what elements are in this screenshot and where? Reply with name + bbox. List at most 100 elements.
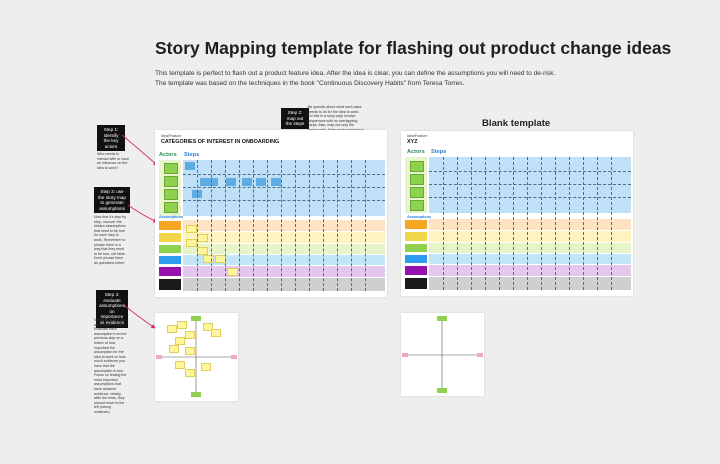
example-story-map[interactable]: Idea/Feature CATEGORIES OF INTEREST IN O… <box>155 130 387 297</box>
grid-column-divider <box>443 157 444 290</box>
assumption-category-label <box>159 221 181 230</box>
matrix-sticky[interactable] <box>175 337 185 345</box>
actor-sticky[interactable] <box>410 187 424 198</box>
grid-column-divider <box>527 157 528 290</box>
step-sticky[interactable] <box>200 178 210 186</box>
assumption-sticky[interactable] <box>197 247 208 255</box>
actor-sticky[interactable] <box>164 202 178 213</box>
example-assumptions-label: Assumptions <box>159 215 184 219</box>
band-gray <box>429 277 631 290</box>
grid-column-divider <box>351 160 352 291</box>
assumption-category-label <box>159 245 181 253</box>
actor-sticky[interactable] <box>164 163 178 174</box>
actor-sticky[interactable] <box>410 161 424 172</box>
page-title: Story Mapping template for flashing out … <box>155 38 672 58</box>
band-yellow <box>183 232 385 243</box>
actor-sticky[interactable] <box>164 189 178 200</box>
grid-column-divider <box>337 160 338 291</box>
page-intro: This template is perfect to flash out a … <box>155 69 715 89</box>
band-gray <box>183 278 385 291</box>
blank-matrix-axes <box>402 316 483 393</box>
grid-column-divider <box>253 160 254 291</box>
assumption-category-label <box>405 244 427 252</box>
example-assumption-matrix[interactable] <box>155 313 238 401</box>
grid-column-divider <box>583 157 584 290</box>
step-sticky[interactable] <box>242 178 252 186</box>
assumption-category-label <box>159 279 181 290</box>
assumption-sticky[interactable] <box>186 225 197 233</box>
grid-column-divider <box>295 160 296 291</box>
grid-column-divider <box>555 157 556 290</box>
step-sticky[interactable] <box>185 162 195 170</box>
matrix-sticky[interactable] <box>185 369 195 377</box>
grid-row-divider <box>183 187 385 188</box>
band-orange <box>429 219 631 230</box>
example-steps-area <box>183 160 385 216</box>
step2-instruction-box[interactable]: Step 2: map out the steps <box>281 108 309 129</box>
blank-actors-label: Actors <box>407 149 425 155</box>
matrix-axes <box>156 316 237 397</box>
grid-column-divider <box>281 160 282 291</box>
grid-row-divider <box>183 174 385 175</box>
intro-line-2: The template was based on the techniques… <box>155 80 465 87</box>
step-sticky[interactable] <box>271 178 281 186</box>
grid-row-divider <box>429 171 631 172</box>
blank-assumption-matrix[interactable] <box>401 313 484 396</box>
grid-column-divider <box>471 157 472 290</box>
step3-note: Now that it's step by step, uncover the … <box>94 215 127 265</box>
band-purple <box>183 266 385 277</box>
matrix-sticky[interactable] <box>201 363 211 371</box>
grid-column-divider <box>485 157 486 290</box>
step1-note: Who needs to interact with or have an in… <box>97 152 130 170</box>
band-yellow <box>429 231 631 242</box>
grid-column-divider <box>211 160 212 291</box>
matrix-sticky[interactable] <box>203 323 213 331</box>
matrix-sticky[interactable] <box>167 325 177 333</box>
actor-sticky[interactable] <box>410 200 424 211</box>
band-green <box>183 244 385 254</box>
assumption-category-label <box>159 233 181 242</box>
blank-steps-label: Steps <box>431 149 447 155</box>
blank-template-title: Blank template <box>482 118 551 129</box>
assumption-sticky[interactable] <box>203 255 214 263</box>
grid-column-divider <box>267 160 268 291</box>
assumption-category-label <box>159 256 181 264</box>
example-idea-label: Idea/Feature <box>161 134 182 138</box>
step4-instruction-box[interactable]: Step 4: evaluate assumptions on importan… <box>96 290 128 328</box>
actor-sticky[interactable] <box>164 176 178 187</box>
step-sticky[interactable] <box>208 178 218 186</box>
matrix-sticky[interactable] <box>175 361 185 369</box>
blank-map-heading: XYZ <box>407 139 418 145</box>
grid-column-divider <box>197 160 198 291</box>
grid-column-divider <box>597 157 598 290</box>
band-green <box>429 243 631 253</box>
band-purple <box>429 265 631 276</box>
assumption-sticky[interactable] <box>227 268 238 276</box>
assumption-category-label <box>405 255 427 263</box>
step3-instruction-box[interactable]: Step 3: use the story map to generate as… <box>94 187 130 214</box>
blank-steps-area <box>429 157 631 213</box>
blank-story-map[interactable]: Idea/Feature XYZ Actors Steps Assumption… <box>401 131 633 296</box>
matrix-sticky[interactable] <box>177 321 187 329</box>
assumption-category-label <box>159 267 181 276</box>
blank-assumptions-label: Assumptions <box>407 215 432 219</box>
grid-column-divider <box>611 157 612 290</box>
step1-instruction-box[interactable]: Step 1: Identify the key actors <box>97 125 125 152</box>
assumption-category-label <box>405 220 427 229</box>
actor-sticky[interactable] <box>410 174 424 185</box>
grid-row-divider <box>429 197 631 198</box>
matrix-sticky[interactable] <box>169 345 179 353</box>
assumption-sticky[interactable] <box>186 239 197 247</box>
matrix-sticky[interactable] <box>185 331 195 339</box>
grid-row-divider <box>183 200 385 201</box>
band-blue <box>429 254 631 264</box>
step-sticky[interactable] <box>256 178 266 186</box>
assumption-category-label <box>405 278 427 289</box>
grid-column-divider <box>513 157 514 290</box>
matrix-sticky[interactable] <box>185 347 195 355</box>
assumption-sticky[interactable] <box>197 234 208 242</box>
matrix-sticky[interactable] <box>211 329 221 337</box>
step-sticky[interactable] <box>226 178 236 186</box>
example-actors-label: Actors <box>159 152 177 158</box>
grid-column-divider <box>457 157 458 290</box>
